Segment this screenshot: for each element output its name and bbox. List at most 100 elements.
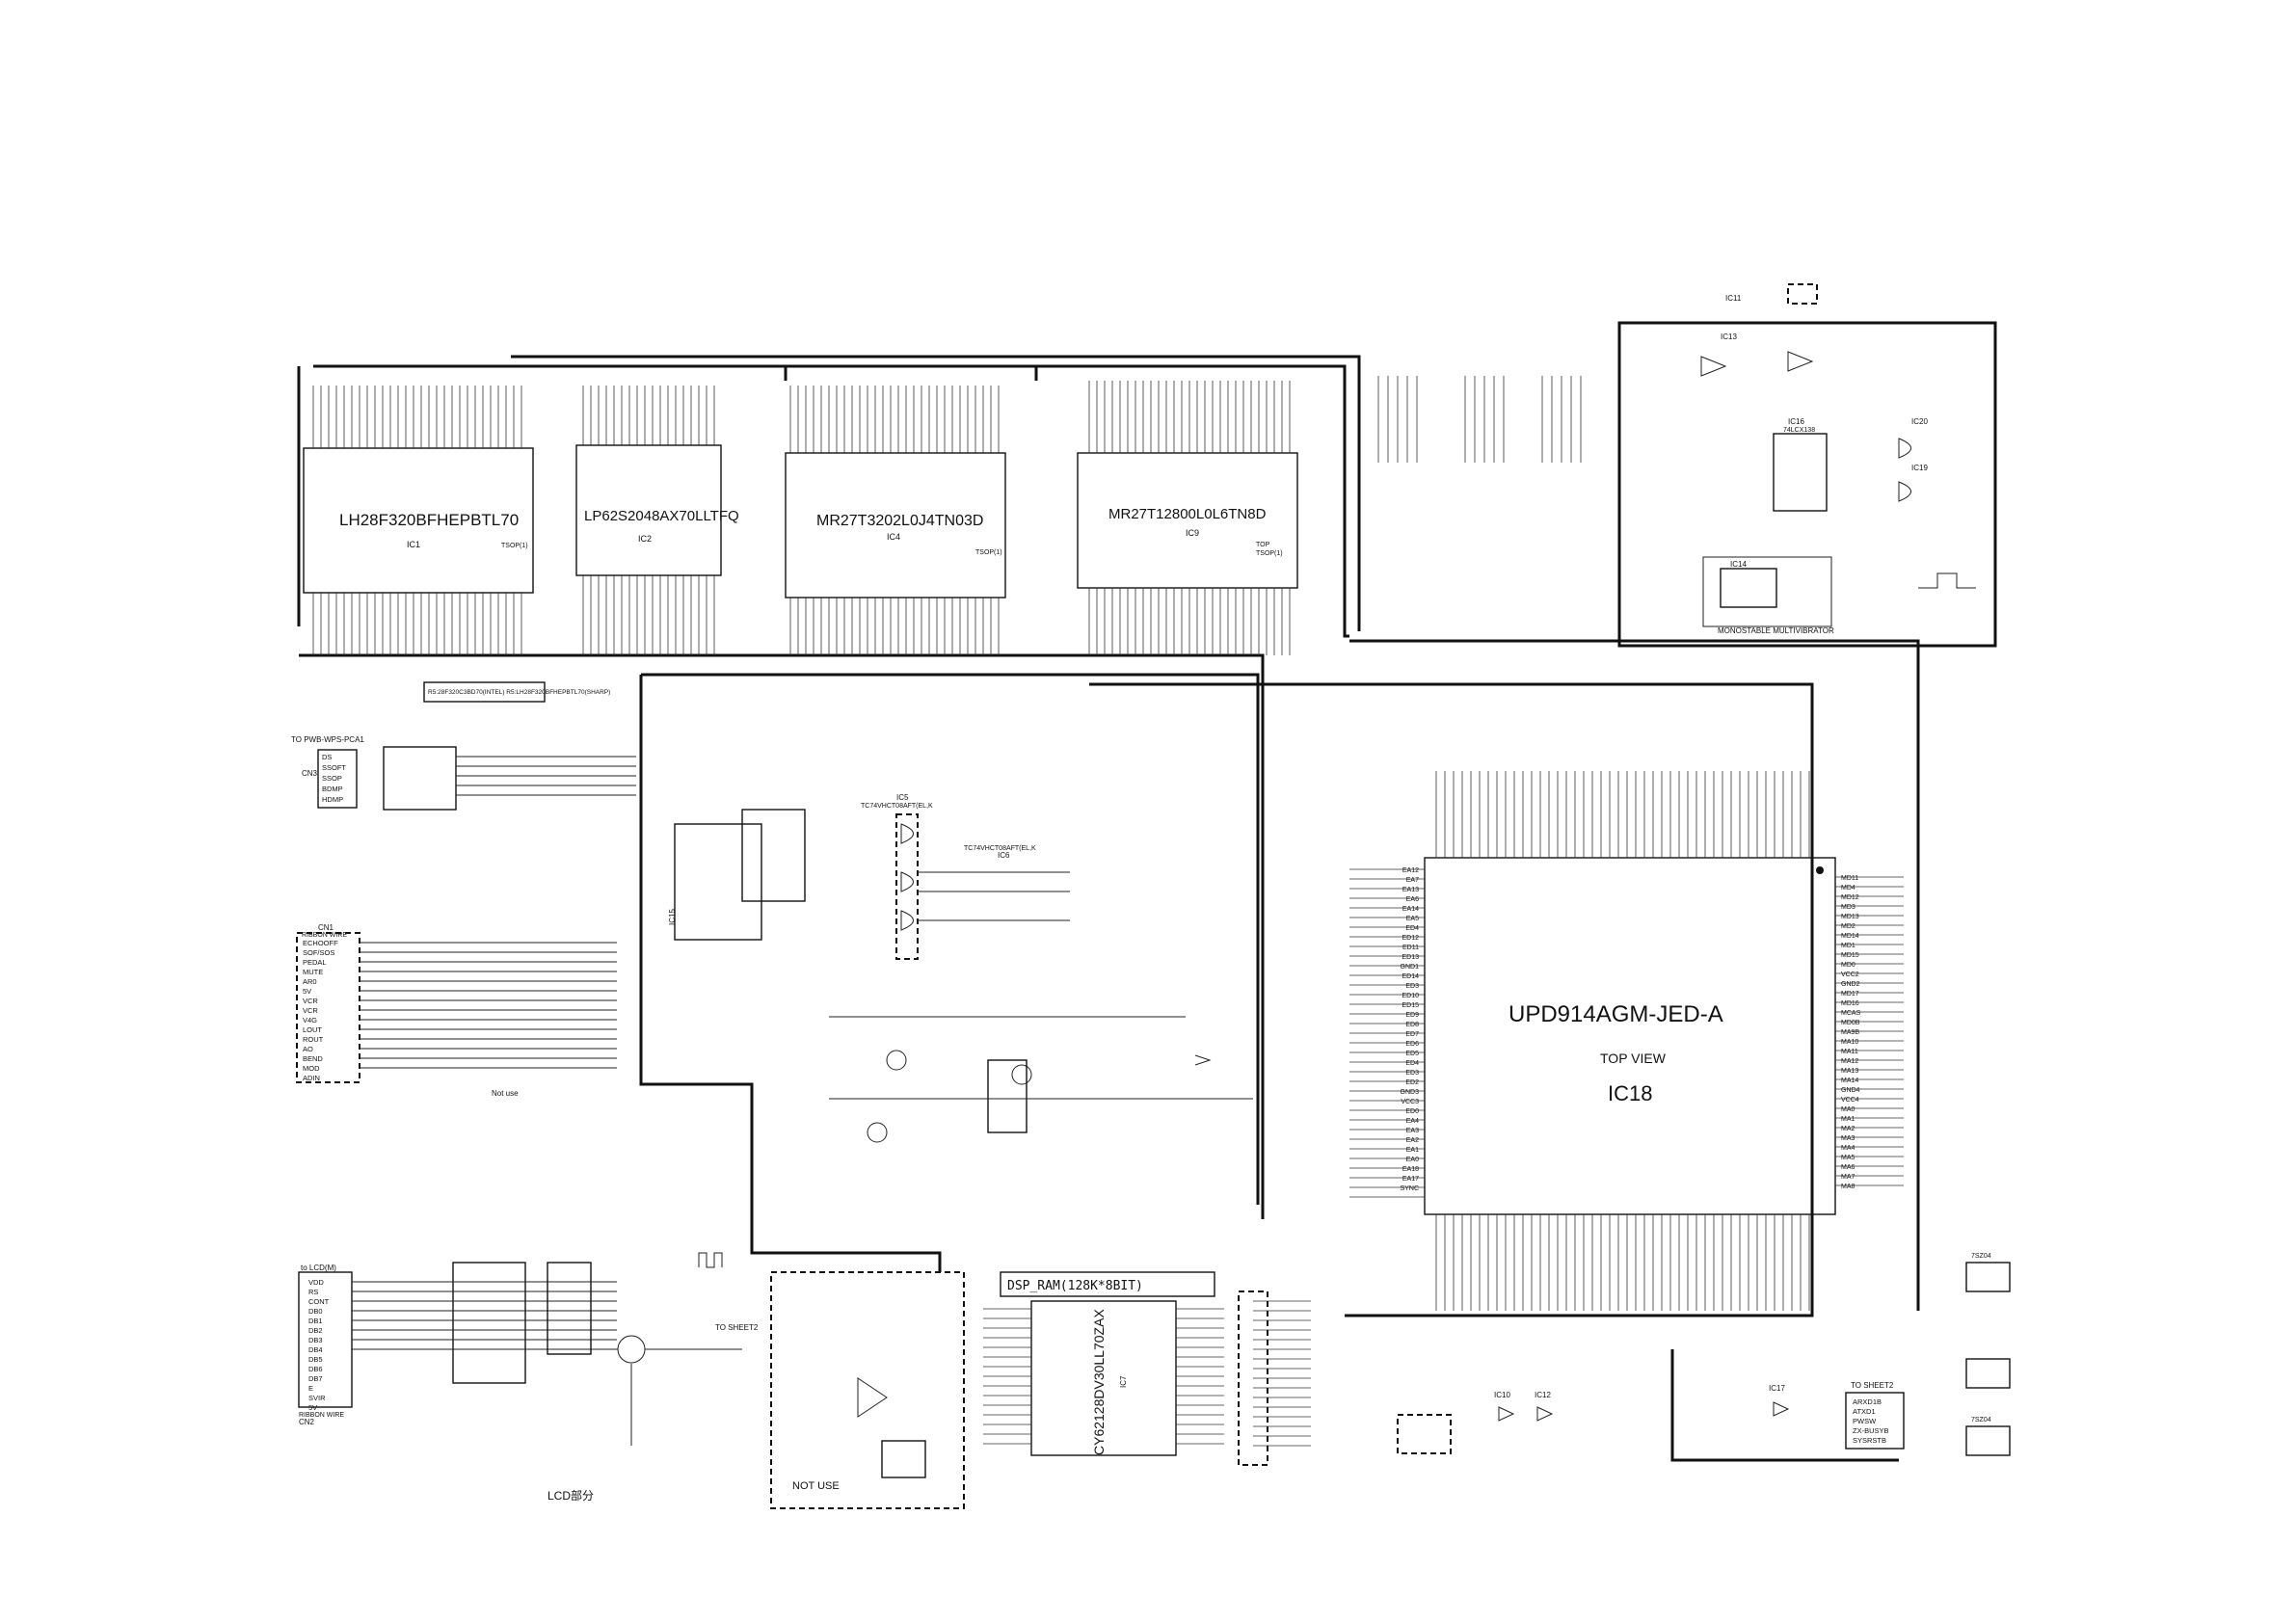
cn1-pin-labels: ECHOOFFSOF/SOSPEDALMUTEAR05VVCRVCRV4GLOU…: [303, 939, 338, 1082]
ic18-top-pins: [1435, 771, 1810, 858]
ic4-ref-label: IC4: [887, 532, 900, 542]
ic18-controller-chip: UPD914AGM-JED-A TOP VIEW IC18 MD11MD4MD1…: [1349, 771, 1904, 1311]
cn1-pin-label: MUTE: [303, 968, 323, 976]
ic18-right-pin-label: MA12: [1841, 1058, 1858, 1065]
cn2-pin-label: E: [308, 1384, 313, 1393]
ic18-right-pin-label: MA9B: [1841, 1029, 1859, 1036]
ic18-left-pin-label: ED6: [1405, 1041, 1419, 1048]
bottom-right-gates: IC10 IC12 IC17 TO SHEET2 ARXD1BATXD1PWSW…: [1397, 1349, 1905, 1462]
cn1-pin-label: VCR: [303, 1006, 318, 1015]
ic19-label: IC19: [1911, 464, 1928, 472]
ic18-right-pin-label: MA7: [1841, 1174, 1855, 1181]
ic18-left-pin-label: GND1: [1401, 964, 1420, 971]
ic18-left-pin-label: ED11: [1402, 945, 1419, 951]
cn2-pin-label: DB7: [308, 1374, 323, 1383]
ic18-left-pin-label: GND3: [1401, 1089, 1420, 1096]
cn1-pin-label: AO: [303, 1045, 313, 1053]
cn3-pin-label: DS: [322, 753, 332, 761]
sheet2-signal-label: SYSRSTB: [1853, 1436, 1886, 1445]
ic18-right-pin-label: MD12: [1841, 894, 1859, 901]
resistor-packs-top: [1377, 376, 1582, 463]
ic18-right-pin-label: MA8: [1841, 1184, 1855, 1190]
ic2-sram-chip: LP62S2048AX70LLTFQ IC2: [575, 386, 739, 655]
ic18-left-pin-label: ED3: [1405, 983, 1419, 990]
cn1-pin-label: ROUT: [303, 1035, 324, 1044]
ic18-right-pins: [1835, 876, 1904, 1186]
ic18-right-pin-label: MD11: [1841, 875, 1858, 882]
ic18-left-pin-label: EA7: [1406, 877, 1419, 884]
resistor-arrays-ic7: [1238, 1290, 1311, 1466]
ic18-right-pin-label: MD16: [1841, 1000, 1859, 1007]
ic18-right-pin-label: MD15: [1841, 952, 1859, 959]
ic18-right-pin-label: MA10: [1841, 1039, 1858, 1046]
ic18-left-pin-label: ED4: [1405, 925, 1419, 932]
ic9-top-label: TOP: [1256, 542, 1270, 548]
cn1-pin-label: ECHOOFF: [303, 939, 338, 947]
ic18-left-pin-label: ED14: [1402, 973, 1419, 980]
ic18-left-pin-label: ED0: [1405, 1108, 1419, 1115]
ic18-left-pin-label: ED10: [1402, 993, 1419, 999]
cn1-pin-label: ADIN: [303, 1074, 320, 1082]
monostable-label: MONOSTABLE MULTIVIBRATOR: [1718, 626, 1834, 635]
ic18-right-pin-label: MD17: [1841, 991, 1859, 998]
cn2-pin-label: CONT: [308, 1297, 330, 1306]
cn1-pin-label: BEND: [303, 1054, 323, 1063]
cn1-pin-label: 5V: [303, 987, 311, 996]
cn2-pin-label: DB3: [308, 1336, 323, 1344]
sheet2-signal-label: ATXD1: [1853, 1407, 1876, 1416]
ic18-left-pin-label: ED13: [1402, 954, 1419, 961]
ic18-left-pin-label: ED8: [1405, 1022, 1419, 1028]
ic18-right-pin-label: MA5: [1841, 1155, 1855, 1161]
ic18-left-pins: [1349, 868, 1425, 1198]
lcd-label: LCD部分: [547, 1488, 594, 1503]
ic18-left-pin-label: VCC3: [1401, 1099, 1419, 1105]
ic18-right-pin-label: MA11: [1841, 1049, 1858, 1055]
ic18-left-pin-label: EA3: [1406, 1128, 1419, 1134]
ic8-note: R5:28F320C3BD70(INTEL) R5:LH28F320BFHEPB…: [423, 681, 610, 703]
cn2-sub: RIBBON WIRE: [299, 1412, 344, 1419]
ic18-left-pin-label: SYNC: [1401, 1185, 1419, 1192]
ic18-left-pin-label: ED12: [1402, 935, 1419, 942]
ic12-label: IC12: [1535, 1391, 1551, 1399]
part-7sz04-a: 7SZ04: [1971, 1253, 1991, 1260]
cn2-pin-label: 5V: [308, 1403, 317, 1412]
ic18-right-pin-label: MD2: [1841, 923, 1855, 930]
part-7sz04-b: 7SZ04: [1971, 1417, 1991, 1423]
cn1-title: RIBBON WIRE: [302, 932, 347, 939]
ic8-note-text: R5:28F320C3BD70(INTEL) R5:LH28F320BFHEPB…: [428, 689, 610, 696]
ic1-pkg-label: TSOP(1): [501, 543, 528, 549]
ic1-flash-chip: LH28F320BFHEPBTL70 IC1 TSOP(1): [303, 386, 534, 655]
ic18-right-pin-label: MA13: [1841, 1068, 1858, 1075]
cn2-pin-label: DB5: [308, 1355, 323, 1364]
ic17-label: IC17: [1769, 1384, 1785, 1393]
ic16-label: IC16: [1788, 417, 1804, 426]
memory-bus-frame: [297, 355, 1920, 1317]
ic7-title: DSP_RAM(128K*8BIT): [1007, 1279, 1143, 1293]
cn1-pin-label: PEDAL: [303, 958, 327, 967]
not-use-label: NOT USE: [792, 1480, 840, 1492]
ic18-left-pin-label: EA13: [1402, 887, 1419, 893]
ic18-left-pin-labels: EA12EA7EA13EA6EA14EA5ED4ED12ED11ED13GND1…: [1401, 867, 1420, 1192]
ic9-rom-chip: MR27T12800L0L6TN8D IC9 TOP TSOP(1): [1077, 381, 1298, 655]
ic18-bottom-pins: [1435, 1214, 1810, 1311]
ic18-left-pin-label: EA12: [1402, 867, 1419, 874]
ic14-label: IC14: [1730, 560, 1747, 569]
ic18-left-pin-label: ED5: [1405, 1051, 1419, 1057]
ic4-part-label: MR27T3202L0J4TN03D: [816, 513, 983, 529]
ic18-right-pin-label: GND4: [1841, 1087, 1860, 1094]
cn3-pin-label: HDMP: [322, 795, 343, 804]
ic18-left-pin-label: ED15: [1402, 1002, 1419, 1009]
ic6-label: IC6: [998, 851, 1010, 860]
ic18-view-label: TOP VIEW: [1600, 1051, 1667, 1066]
not-use-small-label: Not use: [492, 1089, 519, 1098]
ic18-right-pin-label: MD1: [1841, 943, 1855, 949]
sheet2-signal-label: ARXD1B: [1853, 1397, 1882, 1406]
ic18-right-pin-label: MD4: [1841, 885, 1855, 891]
ic18-right-pin-label: MD14: [1841, 933, 1859, 940]
ic18-right-pin-label: MA4: [1841, 1145, 1855, 1152]
ic18-right-pin-label: MD3: [1841, 904, 1855, 911]
